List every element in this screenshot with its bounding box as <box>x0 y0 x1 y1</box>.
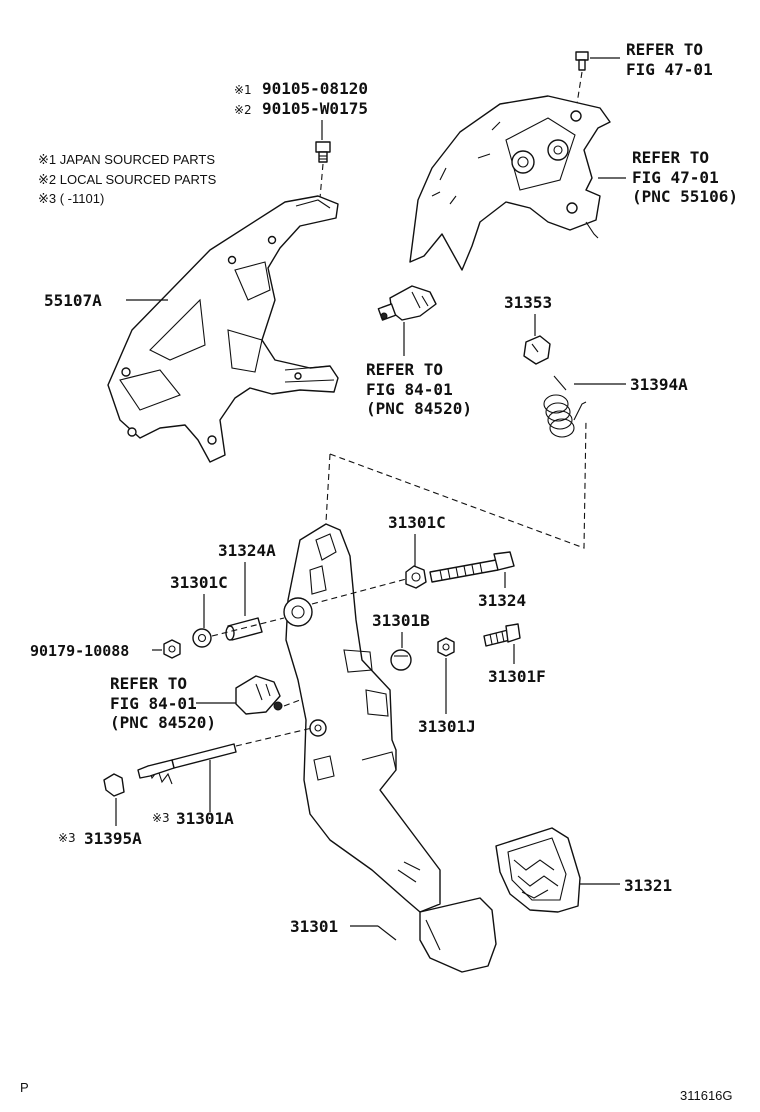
footer-figure-number: 311616G <box>680 1088 733 1103</box>
stopper-ball-icon <box>390 649 412 671</box>
small-nut-icon <box>437 637 455 657</box>
footer-left-code: P <box>20 1080 29 1095</box>
label-31301C-left: 31301C <box>170 573 228 592</box>
mark-31301A: ※3 <box>152 811 170 825</box>
refer-top-line2: FIG 47-01 <box>626 60 713 79</box>
notes-block: ※1 JAPAN SOURCED PARTS ※2 LOCAL SOURCED … <box>38 152 217 206</box>
clutch-pedal-arm-icon <box>283 523 441 913</box>
note-japan-sourced: ※1 JAPAN SOURCED PARTS <box>38 152 215 167</box>
label-31321: 31321 <box>624 876 672 895</box>
label-55107A: 55107A <box>44 291 102 310</box>
label-31324: 31324 <box>478 591 526 610</box>
spring-icon <box>543 375 587 438</box>
stopper-bolt-icon <box>483 623 521 664</box>
label-31301B: 31301B <box>372 611 430 630</box>
note-range: ※3 ( -1101) <box>38 191 104 206</box>
bolt-mark-2: ※2 <box>234 103 252 117</box>
label-31301F: 31301F <box>488 667 546 686</box>
note-local-sourced: ※2 LOCAL SOURCED PARTS <box>38 172 217 187</box>
label-90179-10088: 90179-10088 <box>30 642 129 660</box>
label-31395A: 31395A <box>84 829 142 848</box>
turnover-spring-rod-icon <box>137 727 313 812</box>
label-31301: 31301 <box>290 917 338 936</box>
bolt-part-90105-W0175: 90105-W0175 <box>262 99 368 118</box>
refer-switch-upper-line1: REFER TO <box>366 360 443 379</box>
washer-nut-icon <box>163 639 181 659</box>
label-31324A: 31324A <box>218 541 276 560</box>
collar-icon <box>225 617 263 641</box>
cushion-icon <box>523 335 551 365</box>
mark-31395A: ※3 <box>58 831 76 845</box>
bolt-mark-1: ※1 <box>234 83 252 97</box>
pedal-support-icon <box>409 95 626 271</box>
top-bolt-icon <box>575 51 620 111</box>
label-31353: 31353 <box>504 293 552 312</box>
refer-top-line1: REFER TO <box>626 40 703 59</box>
bolt-part-90105-08120: 90105-08120 <box>262 79 368 98</box>
pedal-bracket-icon <box>107 195 339 463</box>
label-31394A: 31394A <box>630 375 688 394</box>
refer-switch-upper-line2: FIG 84-01 <box>366 380 453 399</box>
refer-switch-lower-line2: FIG 84-01 <box>110 694 197 713</box>
refer-support-line2: FIG 47-01 <box>632 168 719 187</box>
bolt-icon <box>315 141 331 199</box>
nut-icon <box>405 565 427 589</box>
upper-switch-icon <box>377 285 437 356</box>
label-31301J: 31301J <box>418 717 476 736</box>
bushing-icon <box>192 628 212 648</box>
refer-switch-lower-line3: (PNC 84520) <box>110 713 216 732</box>
refer-switch-upper-line3: (PNC 84520) <box>366 399 472 418</box>
label-31301C-right: 31301C <box>388 513 446 532</box>
refer-support-line3: (PNC 55106) <box>632 187 738 206</box>
refer-switch-lower-line1: REFER TO <box>110 674 187 693</box>
pedal-pad-base-icon <box>419 897 497 973</box>
pivot-bolt-icon <box>311 551 515 605</box>
spring-seat-clip-icon <box>103 773 125 826</box>
label-31301A: 31301A <box>176 809 234 828</box>
lower-switch-icon <box>235 675 283 715</box>
pedal-pad-icon <box>495 827 620 913</box>
refer-support-line1: REFER TO <box>632 148 709 167</box>
bolt-part-numbers: ※1 90105-08120 ※2 90105-W0175 <box>234 79 368 140</box>
